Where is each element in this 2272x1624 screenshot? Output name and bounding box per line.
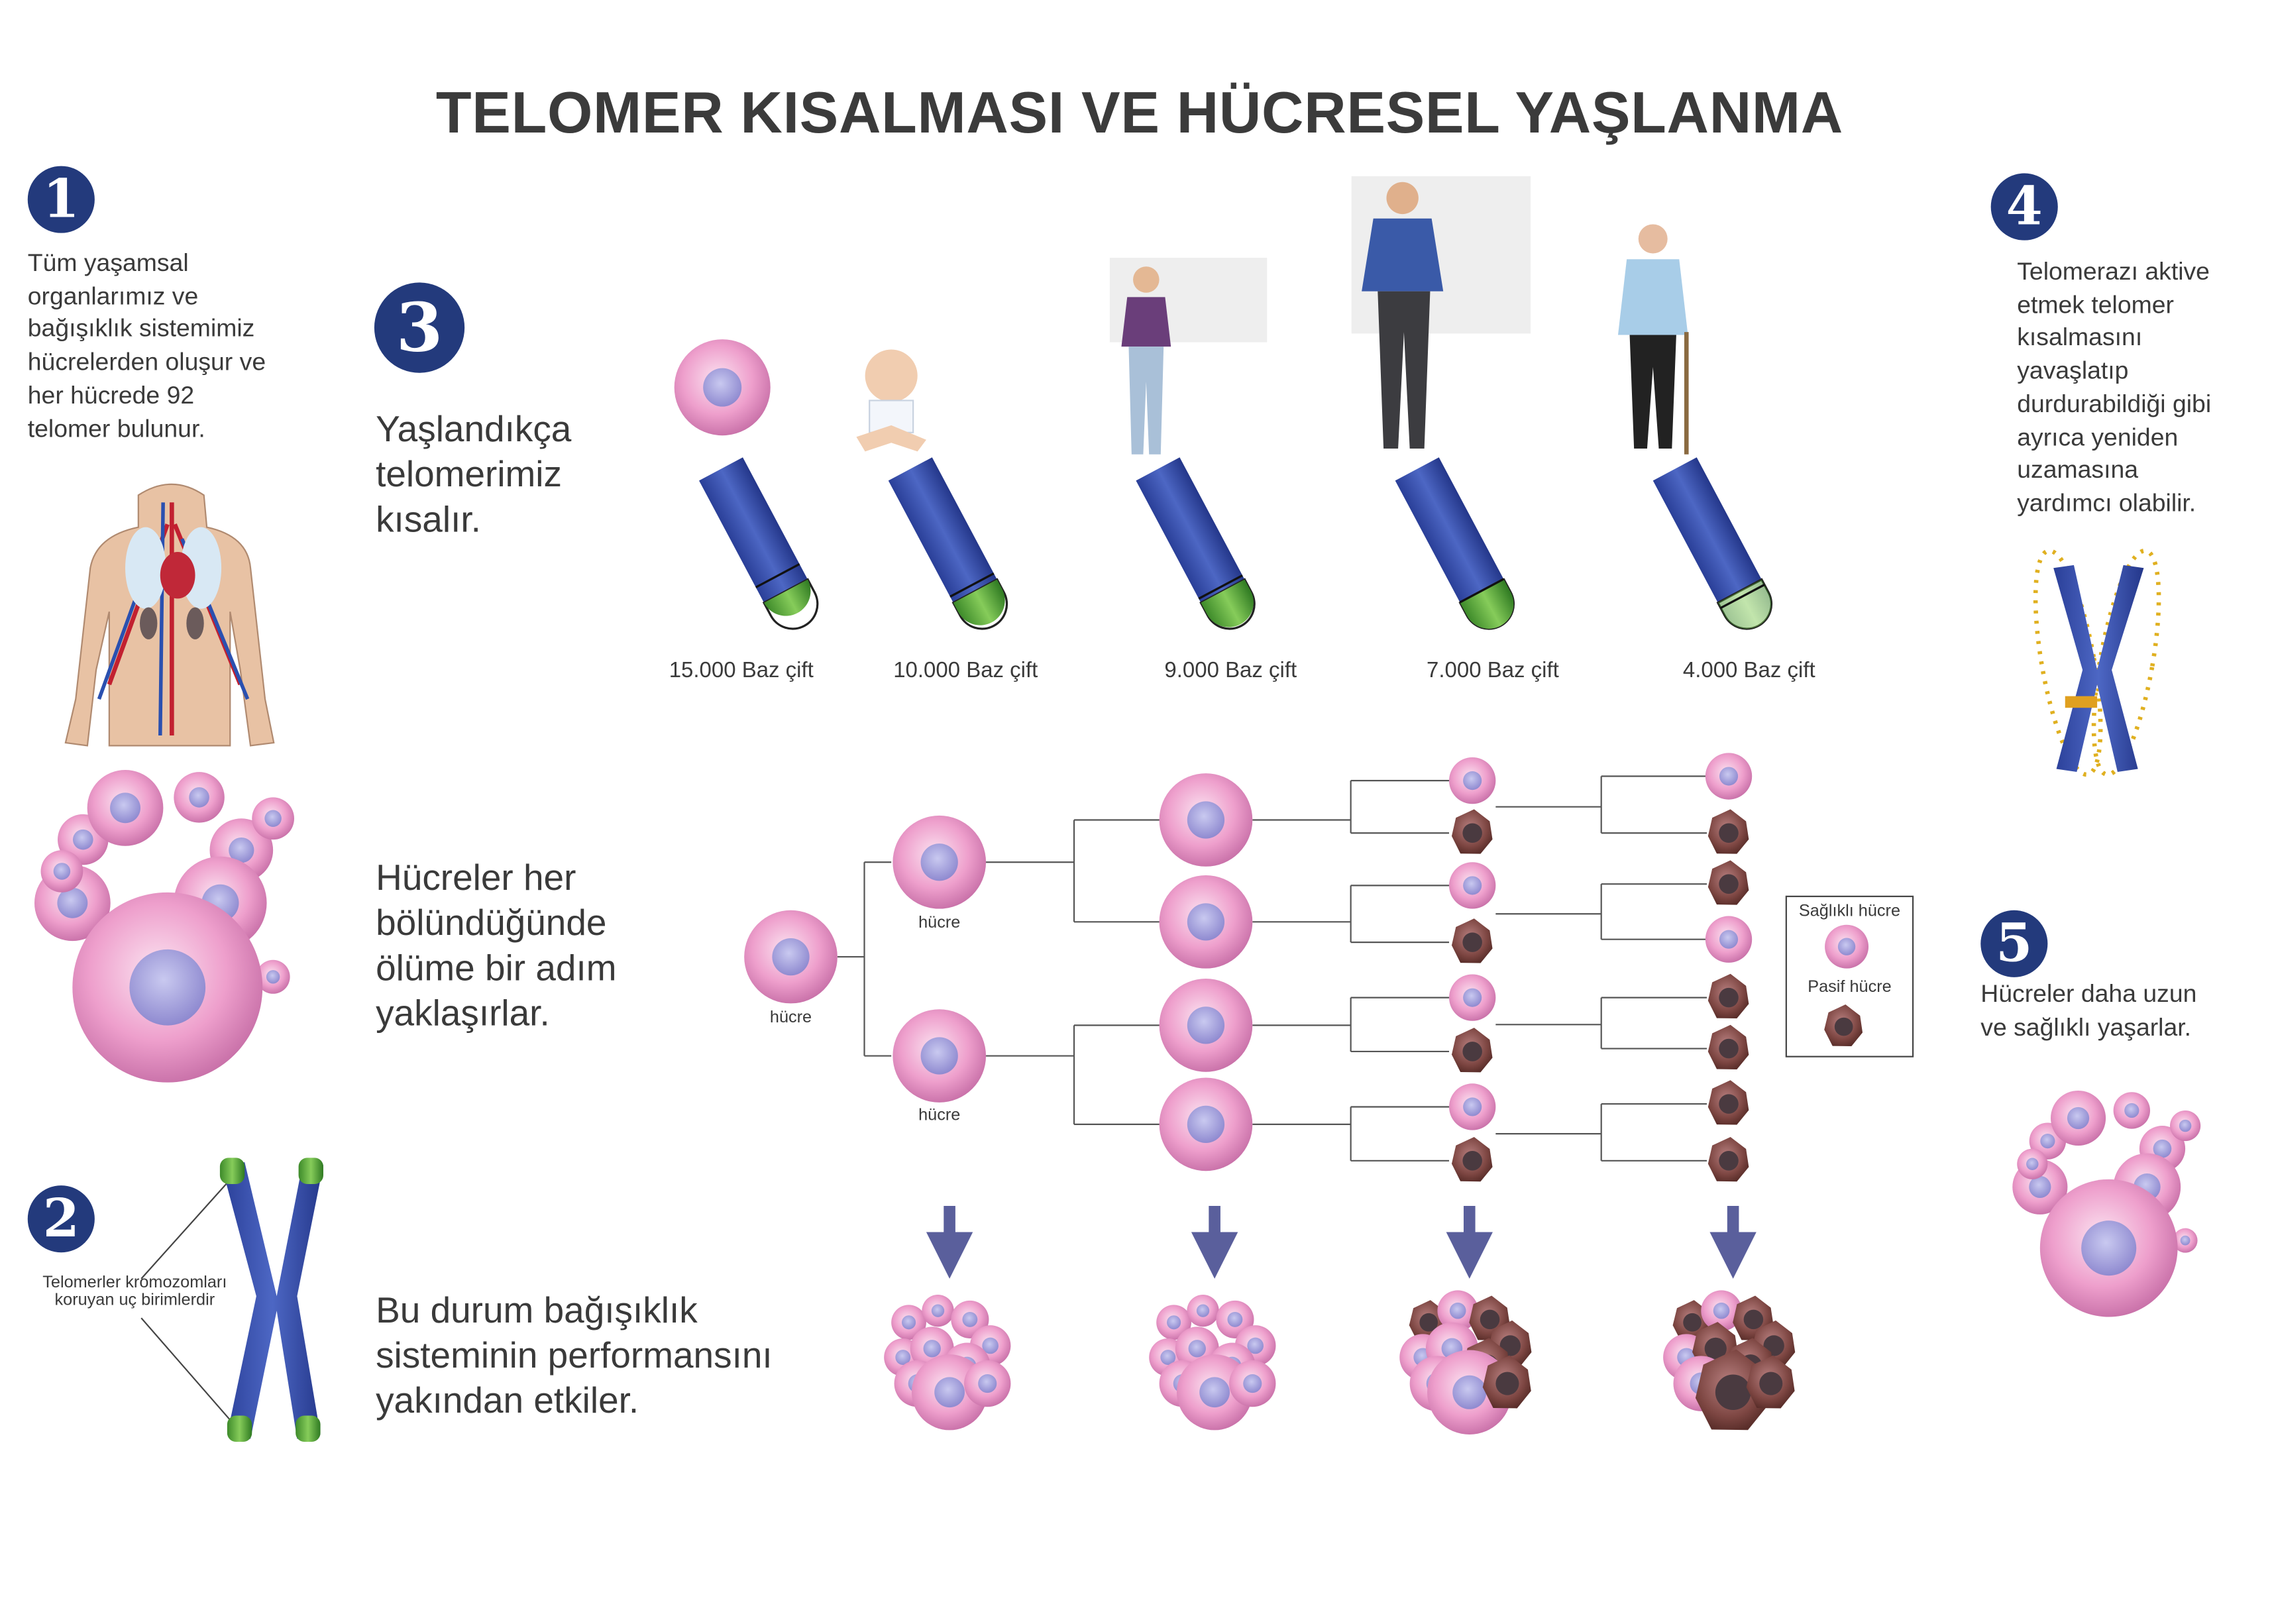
generation-3-healthy-cell <box>1449 1083 1496 1130</box>
healthy-cell <box>922 1295 954 1327</box>
telomere-chromosome-end-5 <box>1652 457 1773 630</box>
step-2-text: Telomerler kromozomları koruyan uç birim… <box>42 1274 227 1310</box>
child-figure <box>1121 266 1171 455</box>
telomere-label-5: 4.000 Baz çift <box>1682 658 1815 683</box>
telomere-chromosome-end-2 <box>888 457 1008 630</box>
legend-healthy-cell <box>1825 924 1869 969</box>
step-2-badge: 2 <box>27 1185 95 1253</box>
telomere-chromosome-end-4 <box>1395 457 1515 630</box>
step-5-cell-cluster <box>2012 1090 2201 1317</box>
elderly-man-figure <box>1617 224 1689 455</box>
generation-3-healthy-cell <box>1449 974 1496 1021</box>
healthy-cell <box>2170 1110 2201 1142</box>
cell-cluster-4 <box>1663 1290 1796 1431</box>
page-title: TELOMER KISALMASI VE HÜCRESEL YAŞLANMA <box>435 81 1843 146</box>
generation-3-passive-cell <box>1451 918 1493 963</box>
telomere-label-1: 15.000 Baz çift <box>669 658 814 683</box>
human-body-anatomy-illustration <box>64 483 275 747</box>
step-1-text: Tüm yaşamsal organlarımız ve bağışıklık … <box>27 248 266 443</box>
cell-legend: Sağlıklı hücre Pasif hücre <box>1785 895 1914 1057</box>
generation-4-passive-cell <box>1707 1024 1749 1069</box>
healthy-cell <box>1229 1360 1276 1407</box>
telomere-label-4: 7.000 Baz çift <box>1427 658 1559 683</box>
step-4-text: Telomerazı aktive etmek telomer kısalmas… <box>2017 258 2212 517</box>
generation-2-cell <box>1159 773 1253 867</box>
healthy-cell <box>964 1360 1011 1407</box>
generation-1-cell <box>893 1009 987 1103</box>
generation-3-healthy-cell <box>1449 862 1496 909</box>
healthy-cell <box>1701 1290 1742 1331</box>
legend-passive-cell <box>1824 1004 1863 1047</box>
generation-3-passive-cell <box>1451 809 1493 854</box>
healthy-cell <box>1156 1305 1191 1340</box>
root-cell <box>744 910 838 1004</box>
generation-2-cell <box>1159 1077 1253 1171</box>
generation-2-cell <box>1159 875 1253 969</box>
legend-passive-label: Pasif hücre <box>1808 979 1892 997</box>
healthy-cell <box>252 797 294 840</box>
gen1-cell-label-top: hücre <box>918 914 961 932</box>
healthy-cell <box>174 772 225 823</box>
step-5-badge: 5 <box>1980 910 2048 977</box>
baby-figure <box>856 349 926 452</box>
healthy-cell <box>87 769 164 846</box>
cell-cluster-3 <box>1399 1290 1532 1435</box>
generation-4-healthy-cell <box>1705 916 1753 963</box>
immune-text: Bu durum bağışıklık sisteminin performan… <box>376 1290 773 1422</box>
step-1-cell-cluster <box>34 769 294 1083</box>
generation-3-healthy-cell <box>1449 757 1496 804</box>
healthy-cell <box>891 1305 926 1340</box>
step-3-text: Yaşlandıkça telomerimiz kısalır. <box>376 409 572 541</box>
generation-1-cell <box>893 815 987 909</box>
telomere-label-3: 9.000 Baz çift <box>1164 658 1297 683</box>
chromosome-illustration <box>140 1158 323 1442</box>
step-1-badge: 1 <box>27 166 95 233</box>
generation-4-passive-cell <box>1707 1136 1749 1182</box>
stage-1-cell <box>674 339 771 436</box>
telomere-chromosome-end-3 <box>1136 457 1256 630</box>
step-4-badge: 4 <box>1990 173 2058 241</box>
generation-4-healthy-cell <box>1705 753 1753 800</box>
root-cell-label: hücre <box>769 1009 812 1027</box>
healthy-cell <box>2039 1179 2178 1317</box>
telomerase-chromosome-illustration <box>2033 548 2161 777</box>
generation-4-passive-cell <box>1707 973 1749 1019</box>
healthy-cell <box>2051 1090 2106 1146</box>
healthy-cell <box>1437 1290 1478 1331</box>
passive-cell <box>1746 1355 1795 1409</box>
healthy-cell <box>1187 1295 1219 1327</box>
generation-3-passive-cell <box>1451 1028 1493 1073</box>
healthy-cell <box>72 892 263 1083</box>
adult-man-figure <box>1362 182 1444 449</box>
telomere-chromosome-end-1 <box>699 457 819 630</box>
healthy-cell <box>2113 1092 2151 1129</box>
telomere-label-2: 10.000 Baz çift <box>893 658 1038 683</box>
passive-cell <box>1482 1355 1531 1409</box>
healthy-cell <box>2173 1228 2198 1253</box>
step-5-text: Hücreler daha uzun ve sağlıklı yaşarlar. <box>1980 980 2197 1041</box>
gen1-cell-label-bottom: hücre <box>918 1107 961 1124</box>
healthy-cell <box>40 850 83 893</box>
division-text: Hücreler her bölündüğünde ölüme bir adım… <box>376 857 617 1034</box>
generation-4-passive-cell <box>1707 809 1749 854</box>
cell-cluster-2 <box>1149 1295 1276 1431</box>
generation-3-passive-cell <box>1451 1136 1493 1182</box>
generation-4-passive-cell <box>1707 1080 1749 1125</box>
healthy-cell <box>256 959 290 994</box>
healthy-cell <box>2017 1148 2048 1179</box>
cell-cluster-1 <box>884 1295 1011 1431</box>
legend-healthy-label: Sağlıklı hücre <box>1798 902 1901 921</box>
generation-4-passive-cell <box>1707 860 1749 905</box>
step-3-badge: 3 <box>374 282 465 373</box>
generation-2-cell <box>1159 979 1253 1072</box>
